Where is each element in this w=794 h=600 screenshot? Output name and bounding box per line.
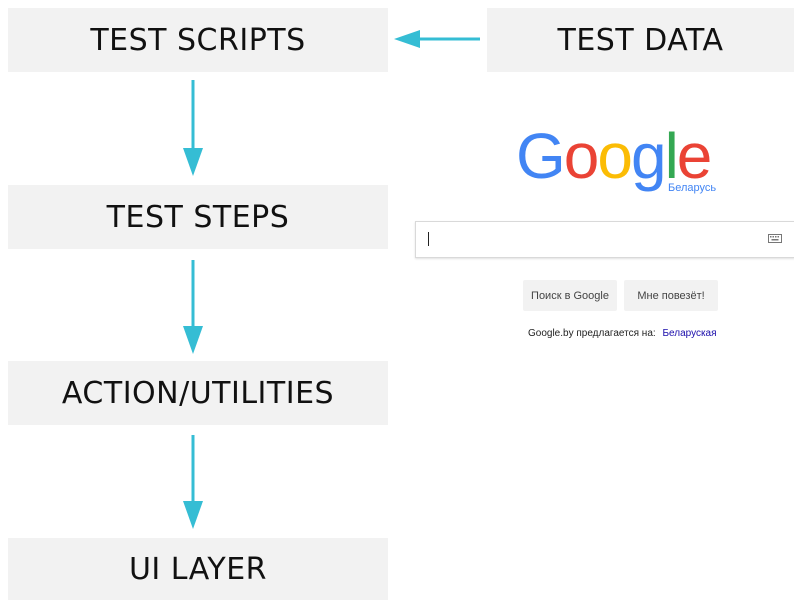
- google-wordmark: Google: [516, 120, 713, 192]
- google-country-label: Беларусь: [668, 182, 717, 194]
- google-logo-letter-3: o: [597, 120, 633, 192]
- google-logo-letter-2: o: [563, 120, 600, 192]
- ui-layer-label: UI LAYER: [128, 551, 268, 587]
- test-steps-box: TEST STEPS: [8, 185, 388, 249]
- test-scripts-box: TEST SCRIPTS: [8, 8, 388, 72]
- action-utilities-label: ACTION/UTILITIES: [61, 375, 335, 411]
- keyboard-icon[interactable]: [768, 234, 782, 243]
- language-link-belarusian[interactable]: Беларуская: [662, 328, 717, 339]
- arrow-data-to-scripts: [394, 30, 480, 48]
- language-offer: Google.by предлагается на: Беларуская: [528, 328, 717, 339]
- search-input[interactable]: [415, 221, 794, 258]
- google-logo-letter-6: e: [676, 120, 713, 192]
- text-caret: [428, 232, 429, 246]
- arrow-scripts-to-steps: [183, 80, 203, 176]
- feeling-lucky-button[interactable]: Мне повезёт!: [624, 280, 718, 311]
- test-data-label: TEST DATA: [557, 22, 724, 58]
- google-logo-letter-1: G: [516, 120, 566, 192]
- test-scripts-label: TEST SCRIPTS: [90, 22, 306, 58]
- google-logo-letter-5: l: [664, 120, 679, 192]
- google-search-button[interactable]: Поиск в Google: [523, 280, 617, 311]
- language-prompt: Google.by предлагается на:: [528, 328, 656, 339]
- test-steps-label: TEST STEPS: [106, 199, 290, 235]
- test-data-box: TEST DATA: [487, 8, 794, 72]
- google-logo-letter-4: g: [630, 120, 667, 192]
- action-utilities-box: ACTION/UTILITIES: [8, 361, 388, 425]
- ui-layer-box: UI LAYER: [8, 538, 388, 600]
- arrow-steps-to-action: [183, 260, 203, 354]
- google-logo: Google Беларусь: [516, 120, 736, 200]
- arrow-action-to-ui: [183, 435, 203, 529]
